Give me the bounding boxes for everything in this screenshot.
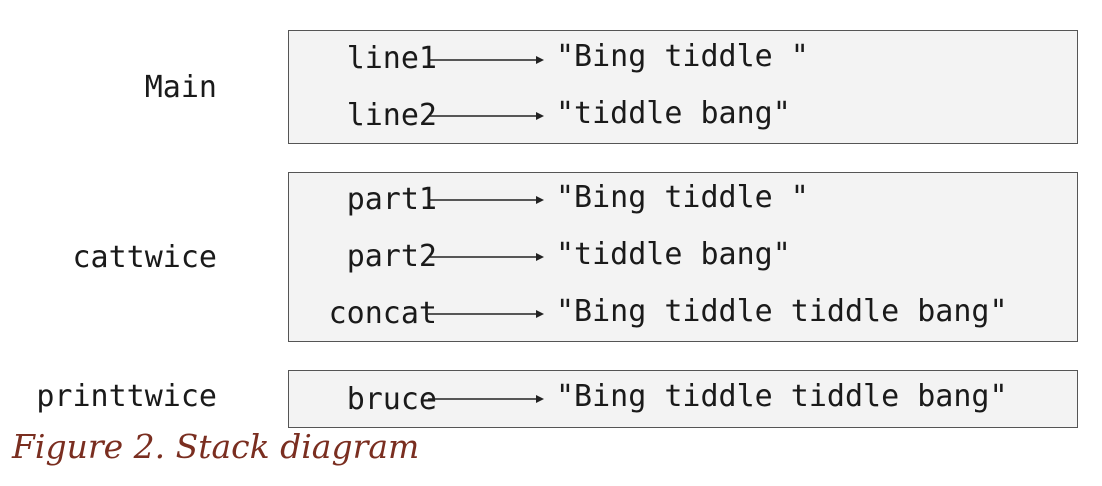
frame-label-cattwice: cattwice: [72, 240, 218, 275]
arrow-part1: [428, 196, 544, 204]
arrow-bruce: [428, 395, 544, 403]
arrow-part2: [428, 253, 544, 261]
arrow-line2: [428, 112, 544, 120]
arrow-concat: [428, 310, 544, 318]
var-name-bruce: bruce: [346, 382, 437, 417]
figure-caption: Figure 2. Stack diagram: [12, 427, 420, 466]
arrow-line1: [428, 56, 544, 64]
frame-label-printtwice: printtwice: [36, 379, 217, 414]
var-value-line1: "Bing tiddle ": [556, 39, 809, 74]
var-name-line1: line1: [346, 41, 437, 76]
var-value-concat: "Bing tiddle tiddle bang": [556, 294, 1008, 329]
var-value-part1: "Bing tiddle ": [556, 180, 809, 215]
frame-box-printtwice: [288, 370, 1078, 428]
var-name-concat: concat: [328, 296, 437, 331]
frame-box-cattwice: [288, 172, 1078, 342]
var-name-part2: part2: [346, 239, 437, 274]
var-name-part1: part1: [346, 182, 437, 217]
var-name-line2: line2: [346, 98, 437, 133]
frame-label-main: Main: [144, 70, 217, 105]
frame-box-main: [288, 30, 1078, 144]
var-value-line2: "tiddle bang": [556, 96, 791, 131]
var-value-bruce: "Bing tiddle tiddle bang": [556, 379, 1008, 414]
var-value-part2: "tiddle bang": [556, 237, 791, 272]
